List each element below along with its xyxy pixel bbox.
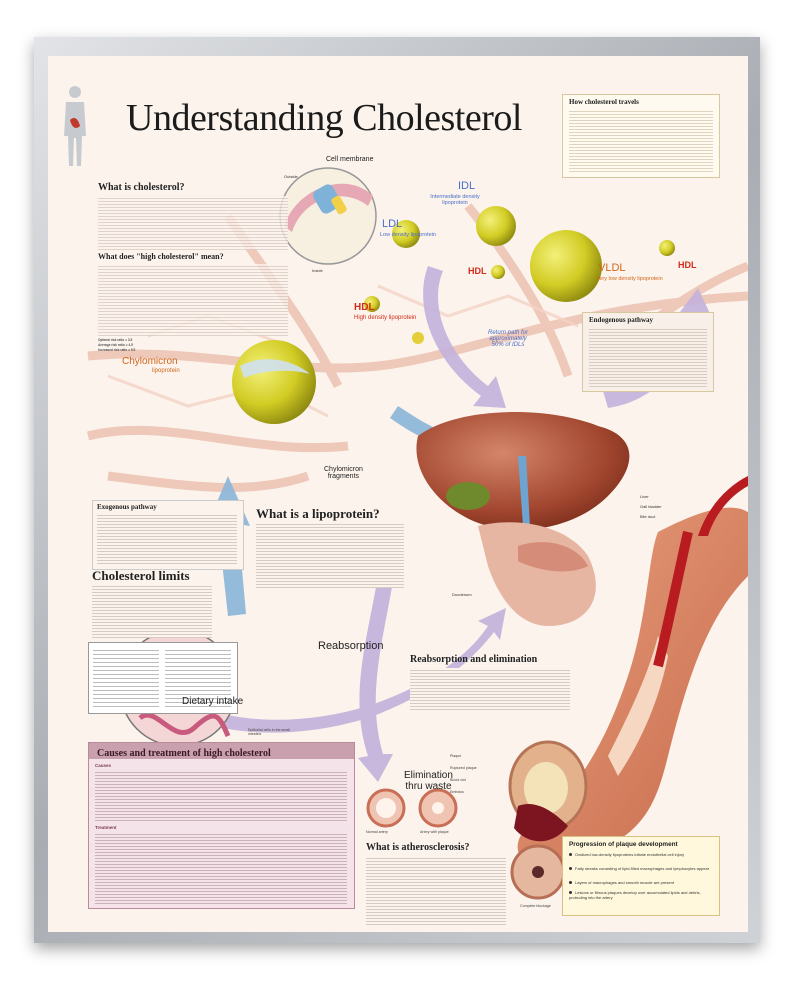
- text-block-endogenous: [589, 327, 707, 387]
- poster: Understanding Cholesterol What is choles…: [48, 56, 748, 932]
- box-causes-treatment: Causes and treatment of high cholesterol…: [88, 742, 355, 909]
- label-vldl: VLDL: [598, 262, 626, 274]
- label-hdl-full: High density lipoprotein: [354, 315, 417, 321]
- text-block-treatment: [95, 832, 347, 904]
- text-block-limits: [92, 584, 212, 638]
- progression-item-4: Lesions or fibrous plaques develop over …: [569, 890, 701, 900]
- label-ldl: LDL: [382, 218, 403, 230]
- text-block-lipoprotein: [256, 522, 404, 588]
- heading-exogenous-pathway: Exogenous pathway: [97, 503, 157, 511]
- heading-plaque-progression: Progression of plaque development: [569, 841, 678, 848]
- heading-endogenous-pathway: Endogenous pathway: [589, 316, 653, 324]
- box-endogenous-pathway: Endogenous pathway: [582, 312, 714, 392]
- heading-cholesterol-limits: Cholesterol limits: [92, 568, 190, 583]
- label-liver: Liver: [640, 494, 649, 499]
- label-idl-full: Intermediate density lipoprotein: [430, 194, 480, 206]
- label-chylomicron-sub: lipoprotein: [152, 368, 180, 374]
- box-exogenous-pathway: Exogenous pathway: [92, 500, 244, 570]
- label-cell-membrane: Cell membrane: [326, 156, 374, 163]
- ratio-average: Average risk ratio = 4.5: [98, 343, 133, 347]
- ratio-optimal: Optimal risk ratio = 3.5: [98, 338, 133, 342]
- heading-high-cholesterol-mean: What does "high cholesterol" mean?: [98, 252, 224, 261]
- label-hdl-left: HDL: [354, 302, 375, 313]
- text-block-causes: [95, 770, 347, 822]
- heading-how-cholesterol-travels: How cholesterol travels: [569, 98, 639, 106]
- text-block-atherosclerosis: [366, 856, 506, 926]
- limits-table: [88, 642, 238, 714]
- heading-what-is-atherosclerosis: What is atherosclerosis?: [366, 842, 470, 853]
- label-gall-bladder: Gall bladder: [640, 504, 662, 509]
- progression-item-2: Fatty streaks consisting of lipid-filled…: [569, 866, 715, 871]
- label-ldl-full: Low density lipoprotein: [380, 232, 436, 238]
- box-plaque-progression: Progression of plaque development Oxidiz…: [562, 836, 720, 916]
- subheading-treatment: Treatment: [95, 825, 117, 830]
- label-blood-clot: Blood clot: [450, 778, 466, 782]
- heading-reabsorption-elimination: Reabsorption and elimination: [410, 654, 538, 665]
- progression-item-3: Layers of macrophages and smooth muscle …: [569, 880, 715, 885]
- label-idl: IDL: [458, 180, 476, 192]
- label-hdl-right: HDL: [678, 260, 697, 270]
- subheading-causes: Causes: [95, 763, 112, 768]
- label-duodenum: Duodenum: [452, 592, 472, 597]
- label-ruptured-plaque: Ruptured plaque: [450, 766, 477, 770]
- ratio-increased: Increased risk ratio = 5.5: [98, 348, 136, 352]
- label-inside: Inside: [312, 268, 323, 273]
- label-artery-with-plaque: Artery with plaque: [420, 830, 449, 834]
- heading-causes-treatment: Causes and treatment of high cholesterol: [97, 748, 271, 759]
- label-vldl-full: Very low density lipoprotein: [596, 276, 663, 282]
- label-dietary-intake: Dietary intake: [182, 696, 244, 707]
- label-plaque: Plaque: [450, 754, 462, 758]
- label-embolus: Embolus: [450, 790, 464, 794]
- label-outside: Outside: [284, 174, 298, 179]
- heading-what-is-lipoprotein: What is a lipoprotein?: [256, 506, 380, 521]
- text-block-what-is: [98, 196, 288, 250]
- text-block-reabsorption: [410, 668, 570, 710]
- text-block-high-cholesterol: [98, 264, 288, 336]
- label-bile-duct: Bile duct: [640, 514, 656, 519]
- text-block-exogenous: [97, 513, 237, 565]
- heading-what-is-cholesterol: What is cholesterol?: [98, 182, 185, 193]
- label-epithelial-cells: Epithelial cells in the small intestine: [248, 728, 290, 736]
- progression-item-1: Oxidized low-density lipoproteins initia…: [569, 852, 715, 857]
- label-complete-blockage: Complete blockage: [520, 904, 551, 908]
- page-title: Understanding Cholesterol: [126, 97, 522, 139]
- text-block-how-travels: [569, 109, 713, 173]
- box-how-cholesterol-travels: How cholesterol travels: [562, 94, 720, 178]
- label-reabsorption: Reabsorption: [318, 640, 384, 652]
- label-hdl-middle: HDL: [468, 266, 487, 276]
- label-chylomicron: Chylomicron: [122, 356, 178, 367]
- label-normal-artery: Normal artery: [366, 830, 388, 834]
